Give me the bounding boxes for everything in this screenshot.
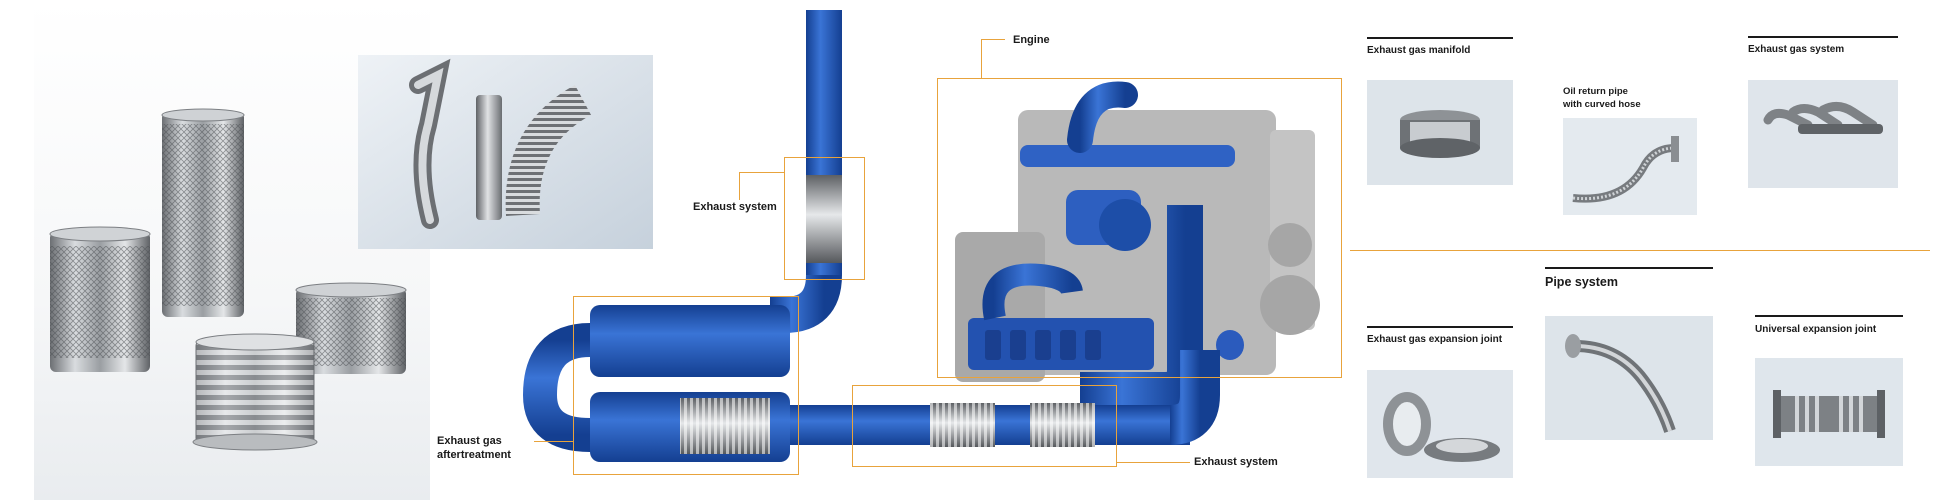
exhaust-gas-system-rule: [1748, 36, 1898, 38]
products-divider: [1350, 250, 1930, 252]
engine-label: Engine: [1013, 34, 1050, 46]
exhaust-pipes-photo: [358, 55, 653, 249]
exhaust-gas-manifold-label: Exhaust gas manifold: [1367, 45, 1471, 56]
engine-callout-box: [937, 78, 1342, 378]
aftertreatment-label-line1: Exhaust gas: [437, 435, 502, 447]
exhaust-system-bottom-callout-box: [852, 385, 1117, 467]
exhaust-system-top-callout-box: [784, 157, 865, 280]
aftertreatment-callout-box: [573, 296, 799, 475]
universal-expansion-joint-label: Universal expansion joint: [1755, 324, 1877, 335]
pipe-system-photo: [1545, 316, 1713, 440]
exhaust-gas-expansion-joint-photo: [1367, 370, 1513, 478]
exhaust-system-top-leader-v: [739, 172, 741, 200]
exhaust-system-top-label: Exhaust system: [693, 201, 777, 213]
exhaust-system-bottom-leader-h: [1116, 462, 1190, 464]
exhaust-system-bottom-label: Exhaust system: [1194, 456, 1278, 468]
oil-return-pipe-label-line1: Oil return pipe: [1563, 86, 1628, 97]
oil-return-pipe-photo: [1563, 118, 1697, 215]
oil-return-pipe-label-line2: with curved hose: [1563, 99, 1641, 110]
pipe-system-label: Pipe system: [1545, 275, 1618, 289]
exhaust-gas-expansion-joint-label: Exhaust gas expansion joint: [1367, 334, 1503, 345]
universal-expansion-joint-rule: [1755, 315, 1903, 317]
exhaust-gas-system-label: Exhaust gas system: [1748, 44, 1845, 55]
exhaust-gas-system-photo: [1748, 80, 1898, 188]
exhaust-system-bottom-leader-v: [1116, 440, 1118, 462]
pipe-system-rule: [1545, 267, 1713, 269]
exhaust-pipe-run: [522, 10, 1220, 462]
aftertreatment-label-line2: aftertreatment: [437, 449, 511, 461]
exhaust-gas-manifold-photo: [1367, 80, 1513, 185]
exhaust-system-top-leader: [739, 172, 784, 174]
universal-expansion-joint-photo: [1755, 358, 1903, 466]
engine-callout-leader-v: [981, 39, 983, 78]
engine-callout-leader-h: [981, 39, 1005, 41]
aftertreatment-leader: [534, 441, 573, 443]
exhaust-gas-expansion-joint-rule: [1367, 326, 1513, 328]
exhaust-gas-manifold-rule: [1367, 37, 1513, 39]
